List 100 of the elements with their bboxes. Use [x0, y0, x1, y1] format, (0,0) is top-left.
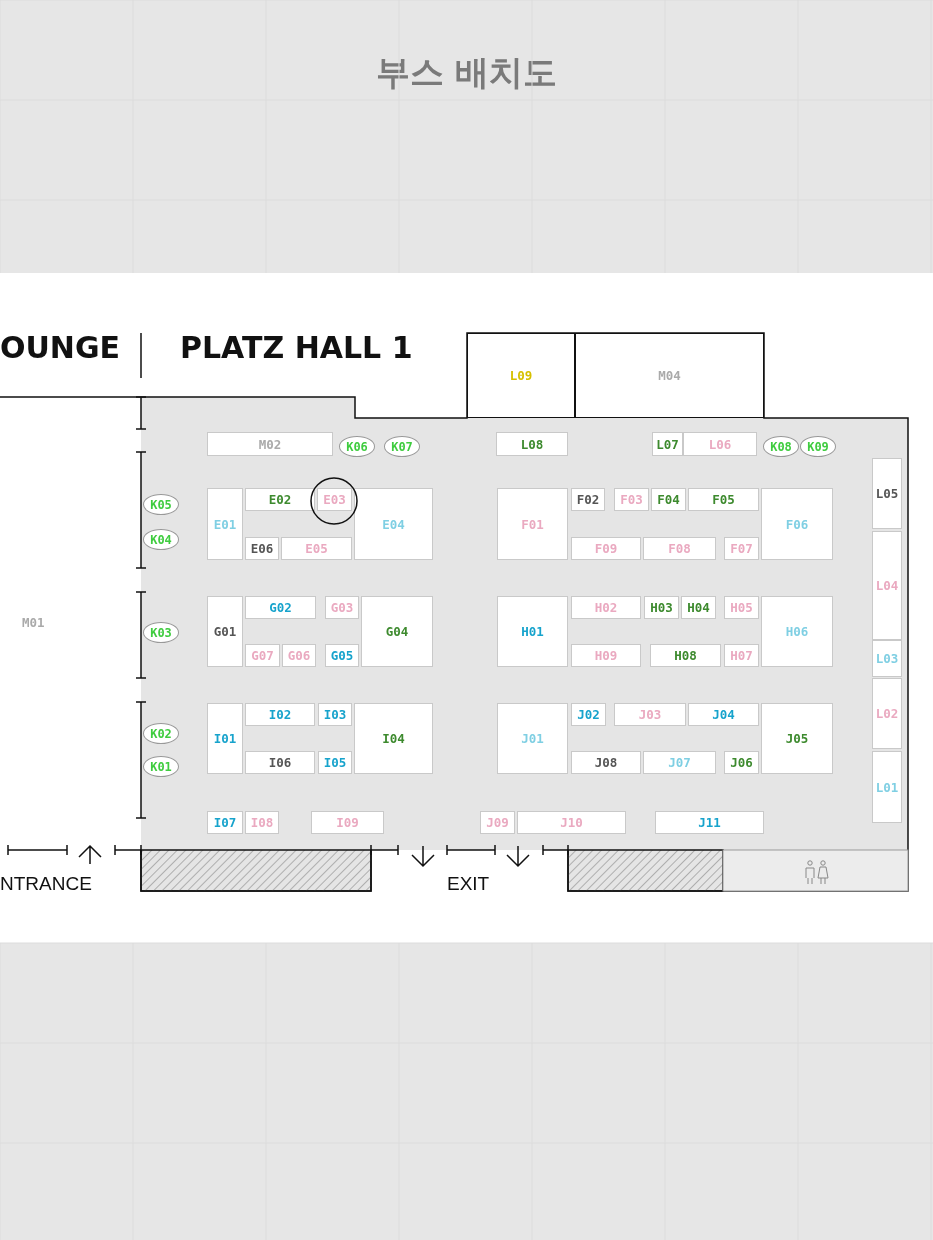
booth-label: L03	[875, 651, 899, 666]
booth-box	[245, 644, 280, 667]
booth-label: G01	[213, 624, 237, 639]
booth-label: F02	[576, 492, 600, 507]
booth-box	[318, 751, 352, 774]
booth-label: E04	[382, 516, 405, 532]
booth-box	[282, 644, 316, 667]
booth-label: G05	[330, 648, 354, 663]
booth-box	[281, 537, 352, 560]
booth-box	[497, 703, 568, 774]
booth-label: M01	[22, 615, 45, 630]
booth-label: I05	[323, 755, 347, 770]
booth-label: J05	[785, 731, 809, 746]
booth-box	[207, 488, 243, 560]
booth-label: K02	[150, 726, 172, 741]
booth-label: K05	[150, 497, 172, 512]
booth-label: F04	[657, 492, 680, 507]
booth-label: L01	[875, 779, 899, 795]
booth-label: K01	[150, 759, 172, 774]
booth-label: J07	[668, 755, 691, 770]
booth-box	[614, 703, 686, 726]
booth-label: G03	[330, 600, 354, 615]
hall-name: PLATZ HALL 1	[180, 330, 413, 365]
booth-box	[496, 432, 568, 456]
booth-label: J10	[560, 815, 583, 830]
booth-label: E05	[305, 541, 328, 556]
booth-box	[245, 703, 315, 726]
booth-label: E03	[323, 492, 346, 507]
booth-box	[207, 432, 333, 456]
hall-name: OUNGE	[0, 330, 121, 365]
booth-label: H03	[650, 600, 673, 615]
booth-box	[724, 596, 759, 619]
booth-box	[683, 432, 757, 456]
booth-box	[724, 751, 759, 774]
booth-box	[325, 596, 359, 619]
booth-box	[245, 751, 315, 774]
booth-label: F06	[785, 516, 809, 532]
booth-box	[688, 488, 759, 511]
booth-label: L07	[656, 436, 679, 452]
page-title: 부스 배치도	[374, 51, 559, 94]
booth-box	[325, 644, 359, 667]
booth-box	[643, 537, 716, 560]
booth-label: K06	[346, 439, 368, 454]
booth-label: F09	[594, 541, 618, 556]
booth-box	[872, 640, 902, 677]
booth-box	[354, 703, 433, 774]
booth-box	[361, 596, 433, 667]
room-box	[575, 333, 764, 418]
booth-label: L04	[875, 578, 899, 593]
booth-label: H09	[594, 648, 618, 663]
booth-box	[354, 488, 433, 560]
booth-label: J04	[712, 707, 735, 722]
booth-label: J11	[698, 815, 721, 830]
booth-box	[571, 703, 606, 726]
booth-box	[614, 488, 649, 511]
booth-label: I02	[268, 707, 292, 722]
booth-box	[311, 811, 384, 834]
booth-label: F08	[668, 541, 691, 556]
booth-label: G06	[287, 648, 311, 663]
booth-label: L08	[520, 436, 544, 452]
booth-box	[761, 703, 833, 774]
booth-label: L06	[708, 436, 732, 452]
booth-box	[245, 811, 279, 834]
booth-label: K09	[807, 439, 829, 454]
booth-label: G02	[269, 600, 292, 615]
booth-box	[571, 488, 605, 511]
booth-label: I07	[213, 815, 237, 830]
booth-label: H06	[785, 624, 809, 639]
booth-box	[761, 596, 833, 667]
booth-label: J06	[730, 755, 753, 770]
booth-box	[872, 678, 902, 749]
booth-label: L05	[875, 486, 899, 501]
booth-label: H05	[730, 600, 753, 615]
booth-label: K03	[150, 625, 172, 640]
booth-label: J01	[521, 731, 544, 746]
booth-label: M02	[258, 436, 282, 452]
booth-label: H01	[521, 624, 544, 639]
booth-box	[480, 811, 515, 834]
booth-label: G07	[251, 648, 274, 663]
booth-label: J08	[594, 755, 618, 770]
booth-label: H04	[687, 600, 710, 615]
booth-box	[872, 458, 902, 529]
booth-box	[724, 537, 759, 560]
booth-box	[872, 531, 902, 640]
booth-box	[571, 644, 641, 667]
booth-box	[317, 488, 352, 511]
door-label: NTRANCE	[0, 873, 92, 895]
booth-box	[318, 703, 352, 726]
booth-label: L02	[875, 706, 899, 721]
booth-box	[655, 811, 764, 834]
booth-label: I03	[323, 707, 347, 722]
booth-box	[497, 488, 568, 560]
booth-box	[571, 537, 641, 560]
booth-label: I08	[250, 815, 274, 830]
booth-label: F01	[521, 516, 544, 532]
booth-box	[245, 537, 279, 560]
booth-box	[643, 751, 716, 774]
booth-label: E06	[250, 541, 274, 556]
booth-box	[207, 596, 243, 667]
booth-box	[517, 811, 626, 834]
